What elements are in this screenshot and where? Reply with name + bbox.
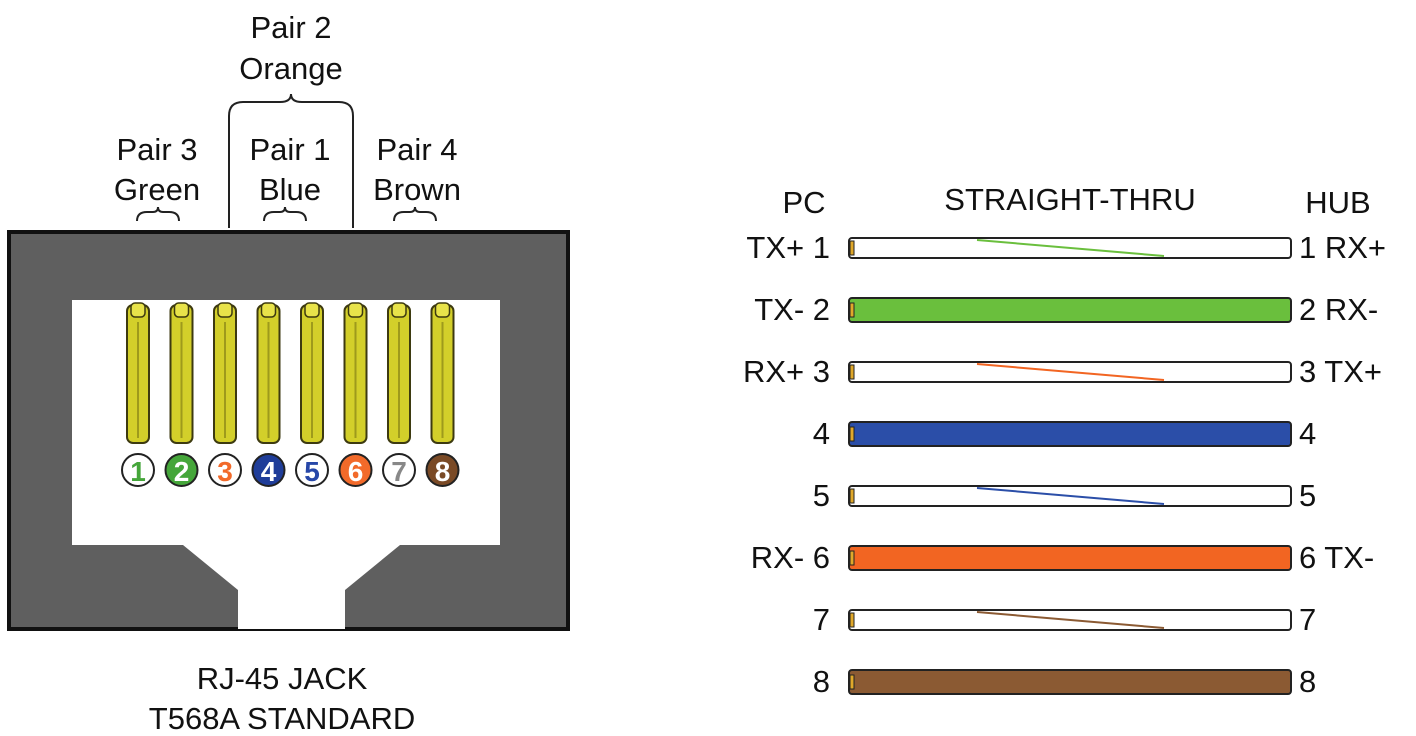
pair2-name: Pair 2 [250, 10, 332, 45]
pin-number-circle [208, 453, 242, 487]
pair2-bracket [228, 93, 354, 228]
hub-pin-label: 6 TX- [1299, 540, 1375, 575]
wire-2 [848, 297, 1292, 323]
pc-header: PC [782, 185, 826, 220]
wire-6 [848, 545, 1292, 571]
pin-number-label: 4 [261, 456, 277, 487]
wire-sheath [848, 237, 1292, 259]
hub-pin-label: 7 [1299, 602, 1317, 637]
wire-7 [848, 609, 1292, 631]
pc-pin-label: 7 [812, 602, 830, 637]
pin-number-circle [251, 453, 286, 487]
pin-7: 7 [382, 302, 416, 487]
wire-sheath [848, 361, 1292, 383]
wire-sheath [848, 421, 1292, 447]
pin-8: 8 [425, 302, 460, 487]
hub-pin-label: 8 [1299, 664, 1317, 699]
pin-6: 6 [338, 302, 373, 487]
pair1-color: Blue [258, 172, 322, 207]
pin-number-circle [425, 453, 460, 487]
hub-pin-label: 4 [1299, 416, 1317, 451]
pair4-brace [393, 206, 437, 222]
pin-number-label: 3 [217, 456, 233, 487]
straight-thru-title: STRAIGHT-THRU [944, 182, 1196, 217]
pin-2: 2 [164, 302, 199, 487]
hub-header: HUB [1305, 185, 1371, 220]
pair3-color: Green [113, 172, 201, 207]
wire-sheath [848, 609, 1292, 631]
pin-3: 3 [208, 302, 242, 487]
wire-stripe [976, 611, 1165, 629]
pin-number-label: 2 [174, 456, 190, 487]
wire-8 [848, 669, 1292, 695]
wire-sheath [848, 545, 1292, 571]
pin-5: 5 [295, 302, 329, 487]
pin-number-label: 7 [391, 456, 407, 487]
pc-pin-label: TX- 2 [754, 292, 830, 327]
pair1-name: Pair 1 [249, 132, 331, 167]
pin-number-circle [121, 453, 155, 487]
hub-pin-label: 1 RX+ [1299, 230, 1387, 265]
pin-number-label: 8 [435, 456, 451, 487]
wire-sheath [848, 669, 1292, 695]
pin-number-circle [164, 453, 199, 487]
jack-caption-line1: RJ-45 JACK [196, 661, 368, 696]
pair3-name: Pair 3 [116, 132, 198, 167]
pair3-brace [136, 206, 180, 222]
wire-sheath [848, 297, 1292, 323]
pin-number-label: 1 [130, 456, 146, 487]
pair1-brace [263, 206, 307, 222]
hub-pin-label: 2 RX- [1299, 292, 1379, 327]
pin-number-label: 5 [304, 456, 320, 487]
hub-pin-label: 5 [1299, 478, 1317, 513]
pc-pin-label: 5 [812, 478, 830, 513]
wire-5 [848, 485, 1292, 507]
pc-pin-label: RX+ 3 [742, 354, 830, 389]
hub-pin-label: 3 TX+ [1299, 354, 1383, 389]
pc-pin-label: 8 [812, 664, 830, 699]
wire-3 [848, 361, 1292, 383]
pin-1: 1 [121, 302, 155, 487]
pair2-color: Orange [239, 51, 343, 86]
pin-number-circle [338, 453, 373, 487]
pc-pin-label: 4 [812, 416, 830, 451]
wire-1 [848, 237, 1292, 259]
pin-4: 4 [251, 302, 286, 487]
jack-caption-line2: T568A STANDARD [148, 701, 416, 736]
wire-stripe [976, 239, 1165, 257]
wire-stripe [976, 487, 1165, 505]
pc-pin-label: RX- 6 [750, 540, 830, 575]
pair4-color: Brown [373, 172, 461, 207]
pc-pin-label: TX+ 1 [746, 230, 830, 265]
pair4-name: Pair 4 [376, 132, 458, 167]
wire-sheath [848, 485, 1292, 507]
wire-stripe [976, 363, 1165, 381]
pin-number-circle [295, 453, 329, 487]
pin-number-label: 6 [348, 456, 364, 487]
wire-4 [848, 421, 1292, 447]
pin-number-circle [382, 453, 416, 487]
